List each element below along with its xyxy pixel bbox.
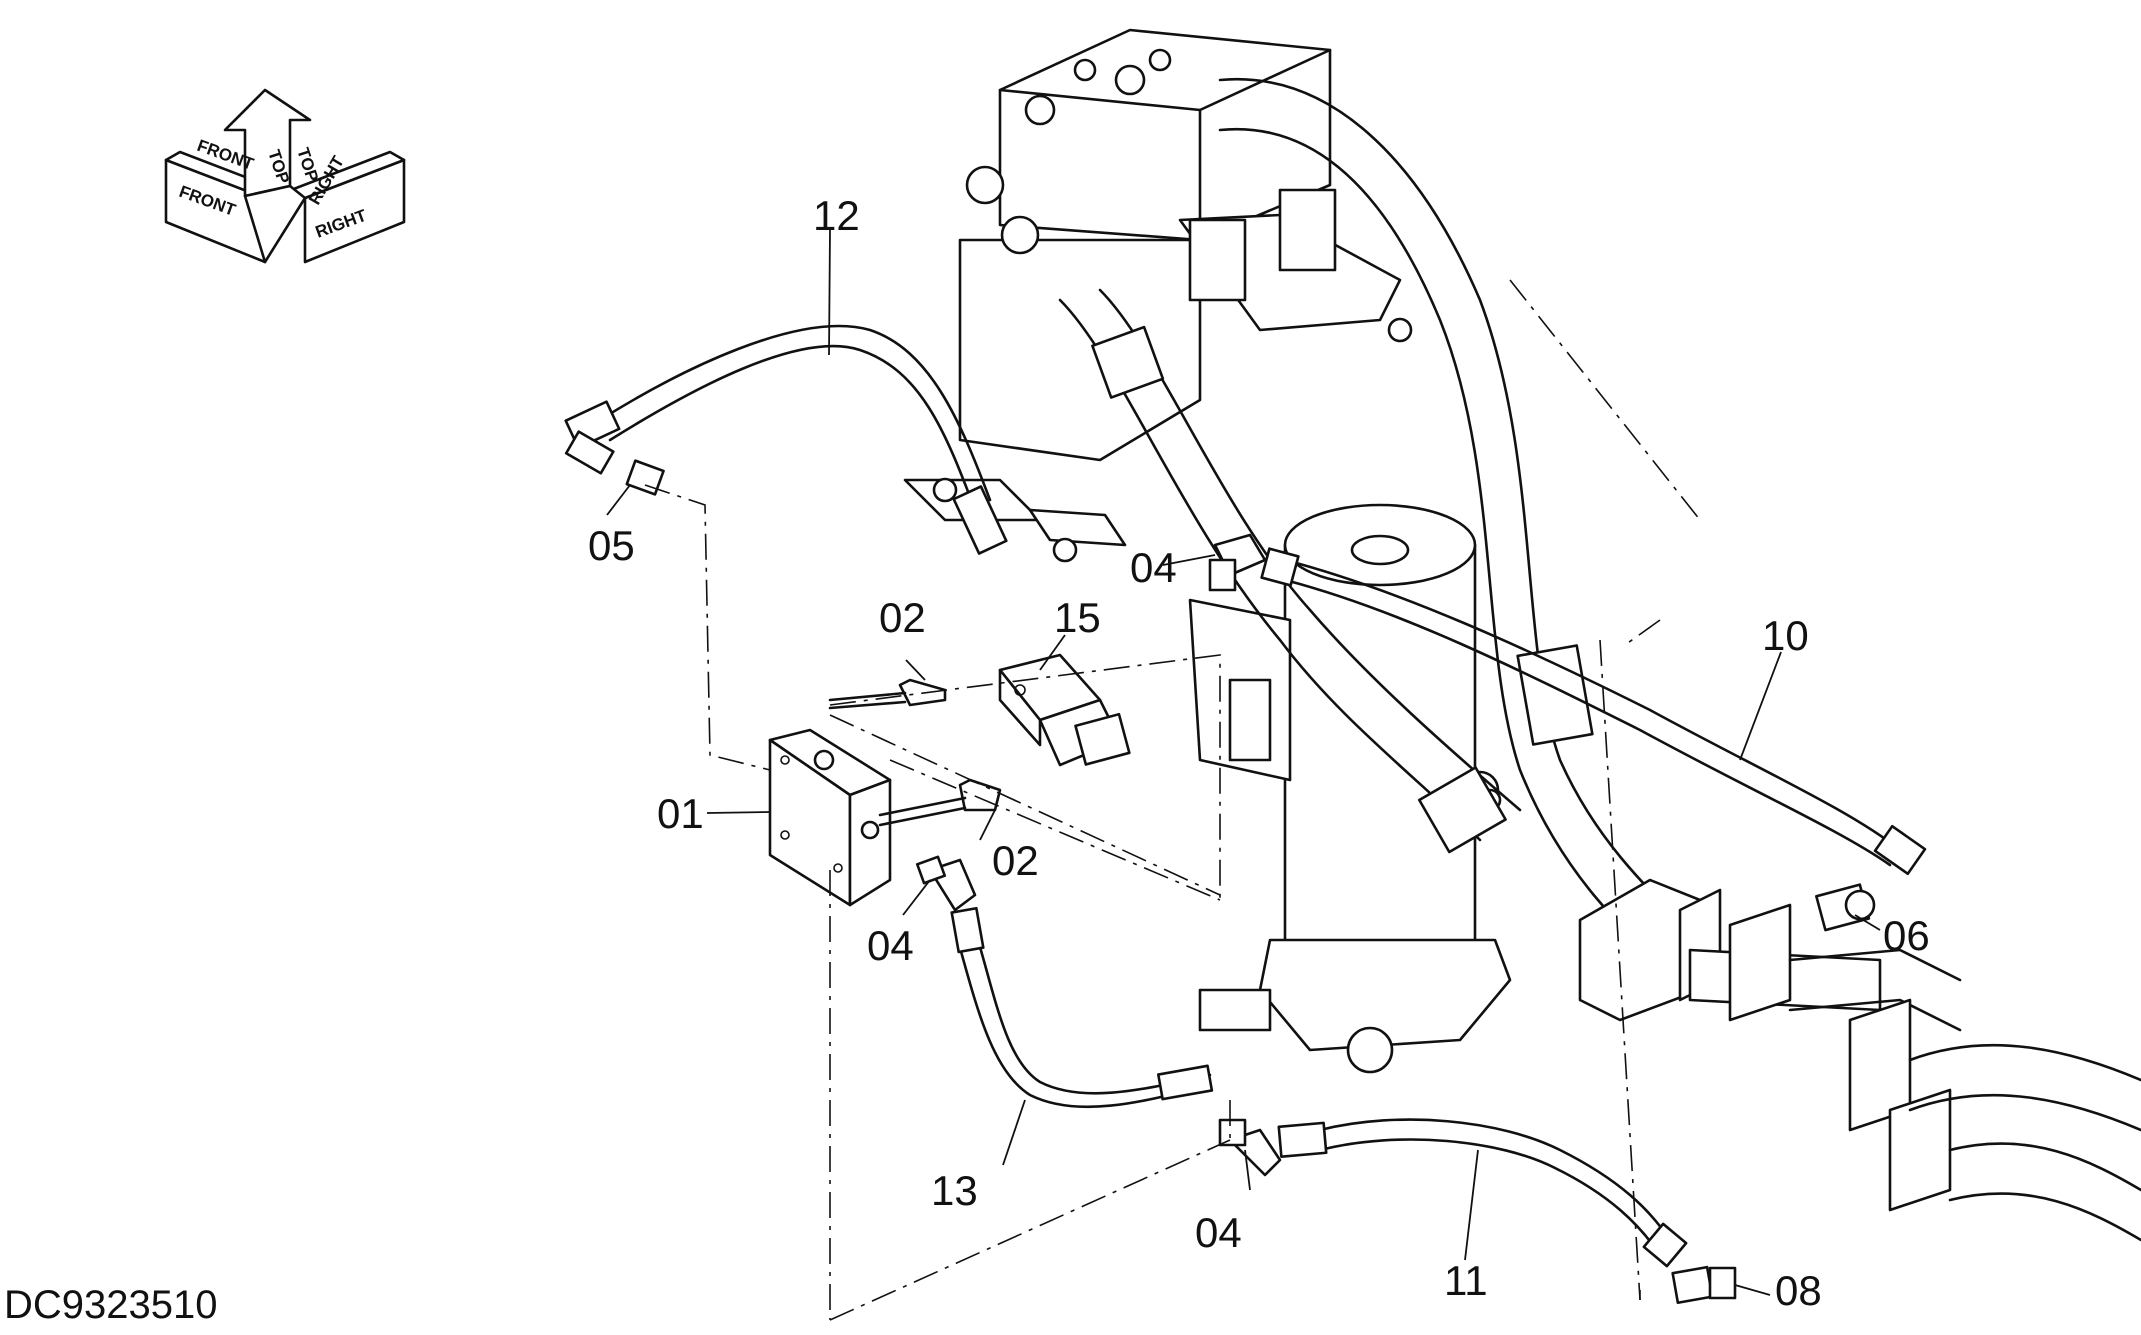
label-part-04-left: 04	[867, 922, 914, 969]
label-part-08: 08	[1775, 1267, 1822, 1314]
elbow-fitting-part-04-lower	[1218, 1118, 1282, 1177]
label-part-12: 12	[813, 192, 860, 239]
elbow-fitting-part-04-upper	[1208, 533, 1267, 592]
document-id: DC9323510	[4, 1283, 218, 1327]
hose-part-10	[1260, 547, 1927, 876]
elbow-fitting-part-04-left	[915, 855, 977, 912]
solenoid-part-15	[998, 653, 1131, 767]
hose-part-13	[950, 906, 1214, 1109]
fitting-part-06	[1815, 883, 1876, 932]
bolt-part-02-upper	[828, 678, 947, 710]
label-part-01: 01	[657, 790, 704, 837]
label-part-13: 13	[931, 1167, 978, 1214]
label-part-11: 11	[1444, 1257, 1488, 1304]
hose-part-12	[564, 324, 1008, 555]
valve-block-assembly	[903, 28, 2141, 1301]
label-part-06: 06	[1883, 912, 1930, 959]
label-part-04-lower: 04	[1195, 1209, 1242, 1256]
label-part-02-lower: 02	[992, 837, 1039, 884]
orientation-arrows-icon: FRONT FRONT RIGHT RIGHT TOP TOP	[164, 88, 406, 264]
label-part-10: 10	[1762, 612, 1809, 659]
leader-lines	[606, 229, 1881, 1296]
bolt-part-02-lower	[878, 778, 1002, 827]
hose-part-11	[1277, 1118, 1688, 1268]
label-part-15: 15	[1054, 594, 1101, 641]
label-part-05: 05	[588, 522, 635, 569]
valve-block-part-01	[768, 728, 892, 907]
orientation-top-label-mirror: TOP	[293, 145, 322, 184]
label-part-02-upper: 02	[879, 594, 926, 641]
fitting-part-08	[1671, 1265, 1737, 1305]
fitting-part-05	[625, 459, 665, 496]
label-part-04-upper: 04	[1130, 544, 1177, 591]
